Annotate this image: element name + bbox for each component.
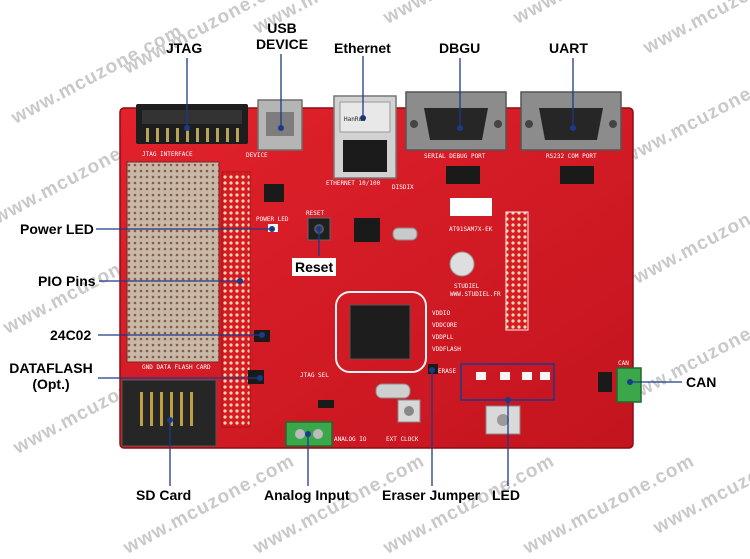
silk-mcu-name: AT91SAM7X-EK	[449, 226, 493, 233]
label-usb-device-line1: USB	[267, 20, 297, 36]
label-led: LED	[492, 487, 520, 503]
label-24c02: 24C02	[50, 327, 92, 343]
silk-reset: RESET	[306, 210, 325, 217]
atmel-logo	[450, 198, 492, 216]
label-dbgu: DBGU	[439, 40, 481, 56]
silk-erase: ERASE	[438, 368, 457, 375]
expansion-header	[505, 211, 529, 331]
jumper-jtag-sel	[318, 400, 334, 408]
label-jtag: JTAG	[166, 40, 203, 56]
silk-dataflash-card: GND DATA FLASH CARD	[142, 364, 211, 371]
label-pio-pins: PIO Pins	[38, 273, 96, 289]
silk-vddflash: VDDFLASH	[432, 346, 461, 353]
rs232-driver-ic	[560, 166, 594, 184]
label-dataflash-line2: (Opt.)	[32, 376, 70, 392]
silk-site: WWW.STUDIEL.FR	[450, 291, 501, 298]
label-dataflash: DATAFLASH (Opt.)	[6, 360, 96, 392]
can-ic	[598, 372, 612, 392]
label-sd-card: SD Card	[136, 487, 192, 503]
silk-jtag-interface: JTAG INTERFACE	[142, 151, 193, 158]
label-reset: Reset	[292, 258, 337, 276]
sd-card-slot	[121, 379, 217, 447]
silk-vddio: VDDIO	[432, 310, 451, 317]
pio-pad-column	[221, 171, 251, 428]
label-power-led: Power LED	[20, 221, 94, 237]
can-terminal-block	[616, 367, 642, 403]
serial-driver-ic	[446, 166, 480, 184]
silk-serial-debug-port: SERIAL DEBUG PORT	[424, 153, 486, 160]
silk-device: DEVICE	[246, 152, 268, 159]
mcu-chip	[349, 304, 411, 360]
silk-disdix: DISDIX	[392, 184, 414, 191]
label-dataflash-line1: DATAFLASH	[9, 360, 93, 376]
silk-jtag-sel: JTAG SEL	[300, 372, 329, 379]
mcu-outline	[335, 291, 427, 373]
silk-rs232-com-port: RS232 COM PORT	[546, 153, 597, 160]
usb-phy-ic	[264, 184, 284, 202]
silk-power-led: POWER LED	[256, 216, 289, 223]
silk-ethernet: ETHERNET 10/100	[326, 180, 381, 187]
silk-vddpll: VDDPLL	[432, 334, 454, 341]
ethernet-phy-ic	[354, 218, 380, 242]
crystal-main	[375, 383, 411, 399]
label-eraser-jumper: Eraser Jumper	[382, 487, 481, 503]
silk-analog-io: ANALOG IO	[334, 436, 367, 443]
label-can: CAN	[686, 374, 717, 390]
silk-transformer: HanRun	[344, 116, 366, 123]
silk-ext-clock: EXT CLOCK	[386, 436, 419, 443]
silk-studio: STUDIEL	[454, 283, 480, 290]
label-usb-device: USB DEVICE	[252, 20, 312, 52]
silk-vddcore: VDDCORE	[432, 322, 458, 329]
label-uart: UART	[549, 40, 588, 56]
label-analog-input: Analog Input	[264, 487, 350, 503]
prototype-area	[126, 161, 220, 363]
crystal-eth	[392, 227, 418, 241]
buzzer	[449, 251, 475, 277]
label-ethernet: Ethernet	[334, 40, 391, 56]
label-usb-device-line2: DEVICE	[255, 36, 309, 52]
silk-can: CAN	[618, 360, 629, 367]
